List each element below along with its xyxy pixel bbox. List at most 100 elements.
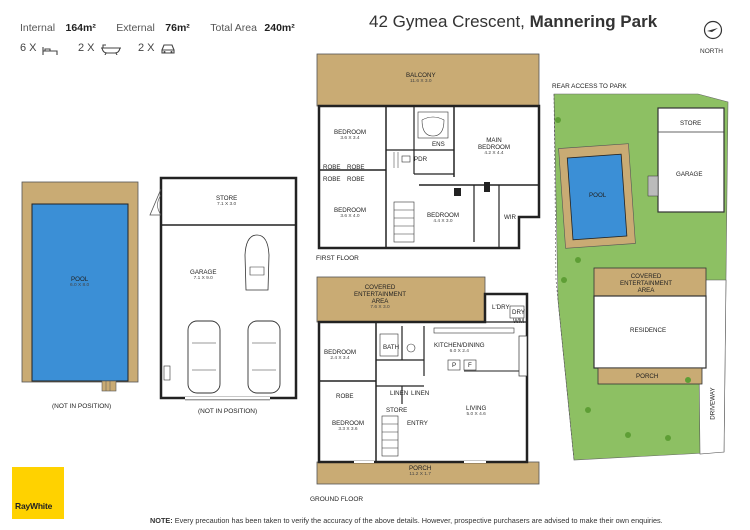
ensuite: ENS xyxy=(432,141,445,148)
external-value: 76m² xyxy=(165,22,190,34)
dryer: DRY xyxy=(512,309,525,316)
note-text: Every precaution has been taken to verif… xyxy=(174,516,663,525)
first-floor-plan: BALCONY 11.6 X 3.0 BEDROOM 3.6 X 3.4 ENS… xyxy=(314,52,542,250)
covered-area-label-1: COVERED xyxy=(364,284,396,291)
wir-room: WIR xyxy=(504,214,517,221)
porch-dim: 11.2 X 1.7 xyxy=(409,472,431,478)
site-driveway: DRIVEWAY xyxy=(709,387,717,420)
total-value: 240m² xyxy=(264,22,295,34)
internal-value: 164m² xyxy=(65,22,96,34)
store-room-dim: 7.1 X 3.0 xyxy=(217,202,237,208)
main-bedroom-dim: 4.2 X 4.4 xyxy=(484,151,504,157)
porch-label: PORCH xyxy=(409,465,432,472)
main-bedroom-label-1: MAIN xyxy=(486,137,502,144)
site-plan: REAR ACCESS TO PARK STORE GARAGE POOL CO… xyxy=(548,80,738,465)
bath-count: 2 X xyxy=(78,42,95,54)
garage-caption: (NOT IN POSITION) xyxy=(198,408,258,415)
robe-4: ROBE xyxy=(347,176,365,183)
covered-area-label-2: ENTERTAINMENT xyxy=(354,291,407,299)
suburb-name: Mannering Park xyxy=(529,12,658,31)
feature-counts: 6 X 2 X 2 X xyxy=(20,42,190,56)
ff-bedroom-2-dim: 3.6 X 4.0 xyxy=(340,214,360,220)
ground-floor-plan: COVERED ENTERTAINMENT AREA 7.6 X 3.0 L'D… xyxy=(314,276,542,486)
store-room: STORE 7.1 X 3.0 xyxy=(216,195,237,208)
north-label: NORTH xyxy=(700,48,723,55)
gf-store: STORE xyxy=(386,407,408,414)
gf-bedroom-1-dim: 2.4 X 3.4 xyxy=(330,356,350,362)
ground-floor-caption: GROUND FLOOR xyxy=(310,496,364,503)
living-label: LIVING xyxy=(466,405,487,412)
garage-room: GARAGE 7.1 X 9.0 xyxy=(190,269,216,282)
site-covered-area: COVERED ENTERTAINMENT AREA xyxy=(620,273,672,294)
porch: PORCH 11.2 X 1.7 xyxy=(409,465,431,478)
ff-bedroom-3: BEDROOM 4.4 X 3.0 xyxy=(427,212,459,225)
stats-bar: Internal 164m² External 76m² Total Area … xyxy=(20,18,295,36)
store-room-label: STORE xyxy=(216,195,238,202)
first-floor-caption: FIRST FLOOR xyxy=(316,255,359,262)
ff-bedroom-1: BEDROOM 3.6 X 3.4 xyxy=(334,129,366,142)
page-title: 42 Gymea Crescent, Mannering Park xyxy=(369,12,657,32)
gf-bedroom-1: BEDROOM 2.4 X 3.4 xyxy=(324,349,356,362)
raywhite-logo: RayWhite xyxy=(12,467,64,519)
site-pool: POOL xyxy=(589,192,607,199)
gf-robe: ROBE xyxy=(336,393,354,400)
living-dim: 5.0 X 4.6 xyxy=(466,412,486,418)
pool-caption: (NOT IN POSITION) xyxy=(52,403,112,410)
robe-1: ROBE xyxy=(323,164,341,171)
bed-count: 6 X xyxy=(20,42,37,54)
garage-room-label: GARAGE xyxy=(190,269,217,276)
site-residence: RESIDENCE xyxy=(630,327,667,334)
raywhite-logo-text: RayWhite xyxy=(15,501,53,511)
gf-bedroom-2-label: BEDROOM xyxy=(332,420,364,427)
garage-plan: STORE 7.1 X 3.0 GARAGE 7.1 X 9.0 xyxy=(140,175,300,403)
pool-room-label: POOL xyxy=(71,276,89,283)
ff-bedroom-1-dim: 3.6 X 3.4 xyxy=(340,136,360,142)
kitchen-dining: KITCHEN/DINING 6.0 X 2.4 xyxy=(434,342,485,355)
robe-2: ROBE xyxy=(347,164,365,171)
ff-bedroom-2: BEDROOM 3.6 X 4.0 xyxy=(334,207,366,220)
linen-1: LINEN xyxy=(390,390,409,397)
gf-bedroom-2: BEDROOM 3.3 X 3.6 xyxy=(332,420,364,433)
living-room: LIVING 5.0 X 4.6 xyxy=(466,405,486,418)
main-bedroom-label-2: BEDROOM xyxy=(478,144,510,152)
balcony-room: BALCONY 11.6 X 3.0 xyxy=(406,72,436,85)
covered-area-label-3: AREA xyxy=(371,298,389,306)
site-porch: PORCH xyxy=(636,373,659,380)
compass-icon xyxy=(703,20,723,40)
garage-room-dim: 7.1 X 9.0 xyxy=(193,276,213,282)
ff-bedroom-2-label: BEDROOM xyxy=(334,207,366,214)
kitchen-label: KITCHEN/DINING xyxy=(434,342,485,349)
washing-machine: WM xyxy=(513,318,524,325)
ff-bedroom-3-dim: 4.4 X 3.0 xyxy=(433,219,453,225)
pdr-room: PDR xyxy=(414,156,428,163)
covered-area-dim: 7.6 X 3.0 xyxy=(370,305,390,311)
total-label: Total Area xyxy=(210,22,257,34)
address-line: 42 Gymea Crescent, xyxy=(369,12,525,31)
pantry: P xyxy=(452,362,457,369)
bathroom: BATH xyxy=(383,344,400,351)
entry: ENTRY xyxy=(407,420,428,427)
site-store: STORE xyxy=(680,120,702,127)
linen-2: LINEN xyxy=(411,390,430,397)
pool-room-dim: 6.0 X 8.0 xyxy=(70,283,90,289)
site-covered-3: AREA xyxy=(637,287,655,295)
note-label: NOTE: xyxy=(150,516,173,525)
pool-room: POOL 6.0 X 8.0 xyxy=(70,276,89,289)
site-garage: GARAGE xyxy=(676,171,703,178)
gf-bedroom-1-label: BEDROOM xyxy=(324,349,356,356)
bath-icon xyxy=(100,42,122,60)
external-label: External xyxy=(116,22,155,34)
bed-icon xyxy=(42,43,58,61)
ff-bedroom-3-label: BEDROOM xyxy=(427,212,459,219)
gf-bedroom-2-dim: 3.3 X 3.6 xyxy=(338,427,358,433)
covered-area: COVERED ENTERTAINMENT AREA 7.6 X 3.0 xyxy=(354,284,406,311)
car-icon xyxy=(160,42,176,60)
internal-label: Internal xyxy=(20,22,56,34)
rear-access-label: REAR ACCESS TO PARK xyxy=(552,83,627,90)
main-bedroom: MAIN BEDROOM 4.2 X 4.4 xyxy=(478,137,510,157)
car-count: 2 X xyxy=(138,42,155,54)
disclaimer-note: NOTE: Every precaution has been taken to… xyxy=(150,516,663,525)
laundry-room: L'DRY xyxy=(492,304,510,311)
site-covered-1: COVERED xyxy=(630,273,662,280)
kitchen-dim: 6.0 X 2.4 xyxy=(449,349,469,355)
